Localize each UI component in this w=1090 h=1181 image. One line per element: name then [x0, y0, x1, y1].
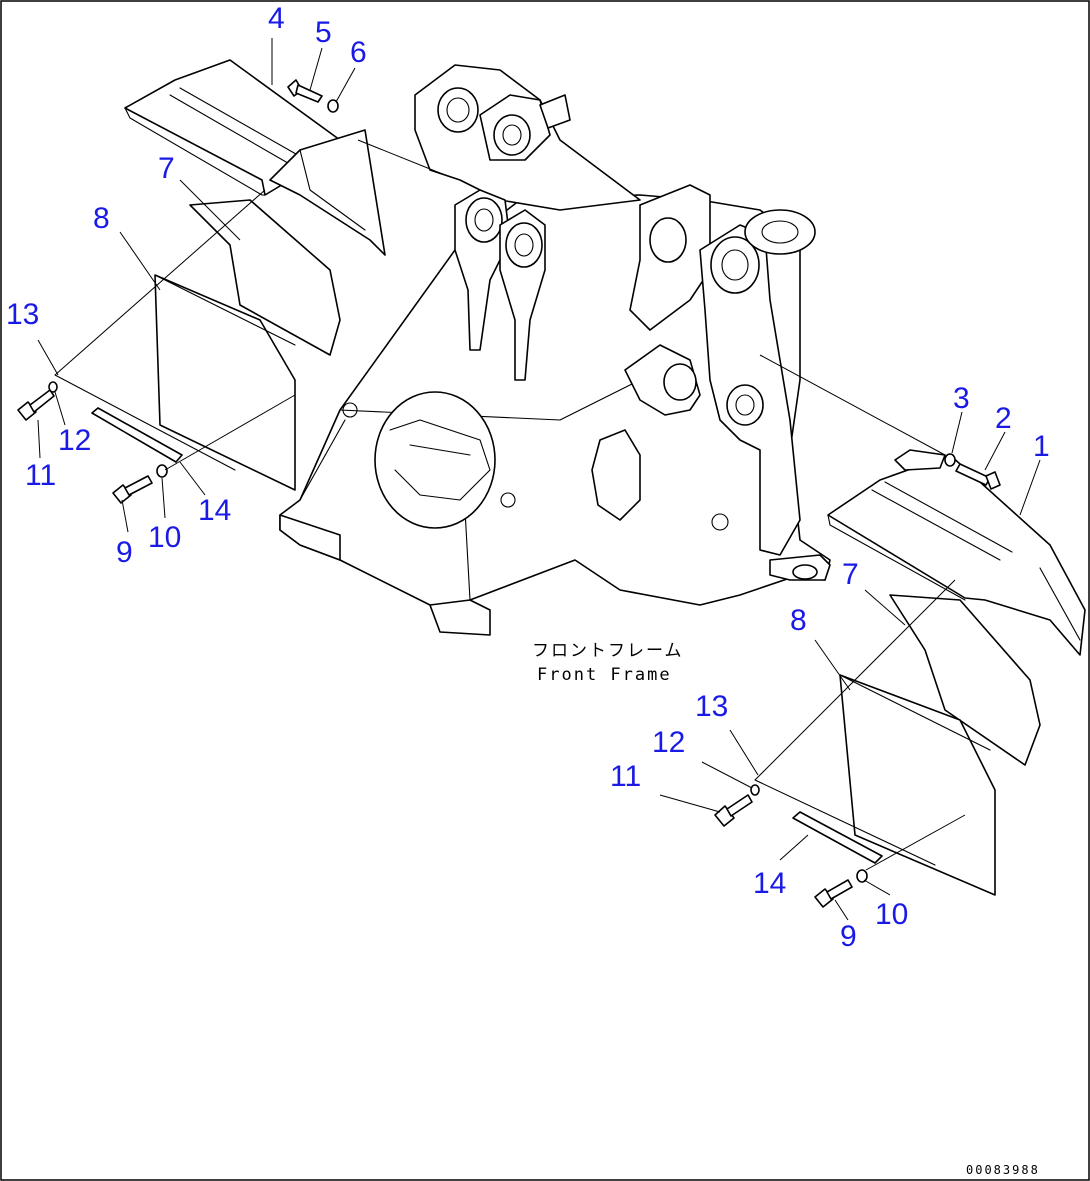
callout-1: 1	[1033, 430, 1050, 463]
callout-2: 2	[995, 402, 1012, 435]
callout-9-right: 9	[840, 920, 857, 953]
callout-9-left: 9	[116, 536, 133, 569]
callout-10-left: 10	[148, 521, 181, 554]
callout-13-left: 13	[6, 298, 39, 331]
right-plate-part-14	[792, 811, 883, 864]
callout-14-right: 14	[753, 867, 786, 900]
callout-3: 3	[953, 382, 970, 415]
callout-12-left: 12	[58, 424, 91, 457]
right-flap-part-7	[889, 594, 1041, 766]
callout-8-left: 8	[93, 202, 110, 235]
callout-12-right: 12	[652, 726, 685, 759]
left-fender-assembly	[17, 38, 386, 533]
left-plate-part-14	[91, 407, 183, 463]
callout-6: 6	[350, 36, 367, 69]
callout-4: 4	[268, 2, 285, 35]
right-flap-part-8	[839, 674, 996, 896]
caption-english: Front Frame	[537, 665, 672, 685]
callout-13-right: 13	[695, 690, 728, 723]
bolt-part-2	[955, 463, 991, 486]
callout-11-left: 11	[25, 459, 56, 492]
caption-japanese: フロントフレーム	[532, 641, 684, 661]
document-number: 00083988	[966, 1163, 1040, 1177]
callout-7-left: 7	[158, 152, 175, 185]
callout-8-right: 8	[790, 604, 807, 637]
callout-11-right: 11	[610, 760, 641, 793]
left-flap-part-7	[189, 199, 341, 356]
callout-10-right: 10	[875, 898, 908, 931]
left-flap-part-8	[154, 274, 296, 491]
callout-14-left: 14	[198, 494, 231, 527]
callout-7-right: 7	[842, 558, 859, 591]
callout-5: 5	[315, 16, 332, 49]
right-fender-assembly	[357, 139, 1086, 921]
callout-labels: 4 5 6 7 8 13 12 11 9 10 14 3 2 1 7 8 13 …	[6, 2, 1050, 953]
right-bolt-part-11	[714, 805, 735, 827]
front-frame	[279, 64, 831, 636]
